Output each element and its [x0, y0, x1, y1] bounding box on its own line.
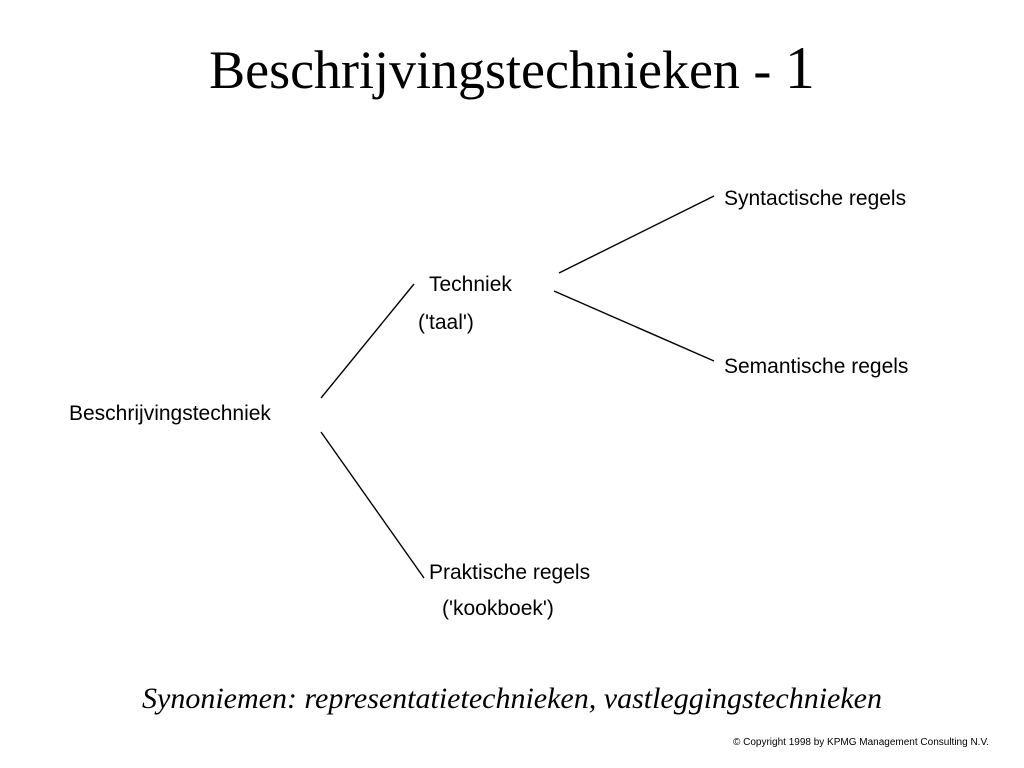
edge-root-techniek [320, 283, 415, 399]
edge-techniek-syntactisch [558, 195, 715, 274]
node-techniek: Techniek [429, 273, 512, 296]
slide-title-text: Beschrijvingstechnieken - [209, 40, 785, 100]
slide-title: Beschrijvingstechnieken - 1 [0, 36, 1024, 102]
synonyms-line: Synoniemen: representatietechnieken, vas… [142, 682, 882, 715]
slide-title-number: 1 [784, 35, 815, 101]
copyright-notice: © Copyright 1998 by KPMG Management Cons… [732, 737, 989, 748]
node-beschrijvingstechniek: Beschrijvingstechniek [69, 402, 271, 425]
edge-techniek-semantisch [553, 290, 715, 362]
node-praktische-regels: Praktische regels [429, 561, 591, 584]
node-techniek-note: ('taal') [418, 311, 474, 334]
edge-root-praktisch [320, 431, 425, 579]
node-semantische-regels: Semantische regels [724, 355, 909, 378]
node-praktische-regels-note: ('kookboek') [442, 597, 554, 620]
node-syntactische-regels: Syntactische regels [724, 187, 907, 210]
